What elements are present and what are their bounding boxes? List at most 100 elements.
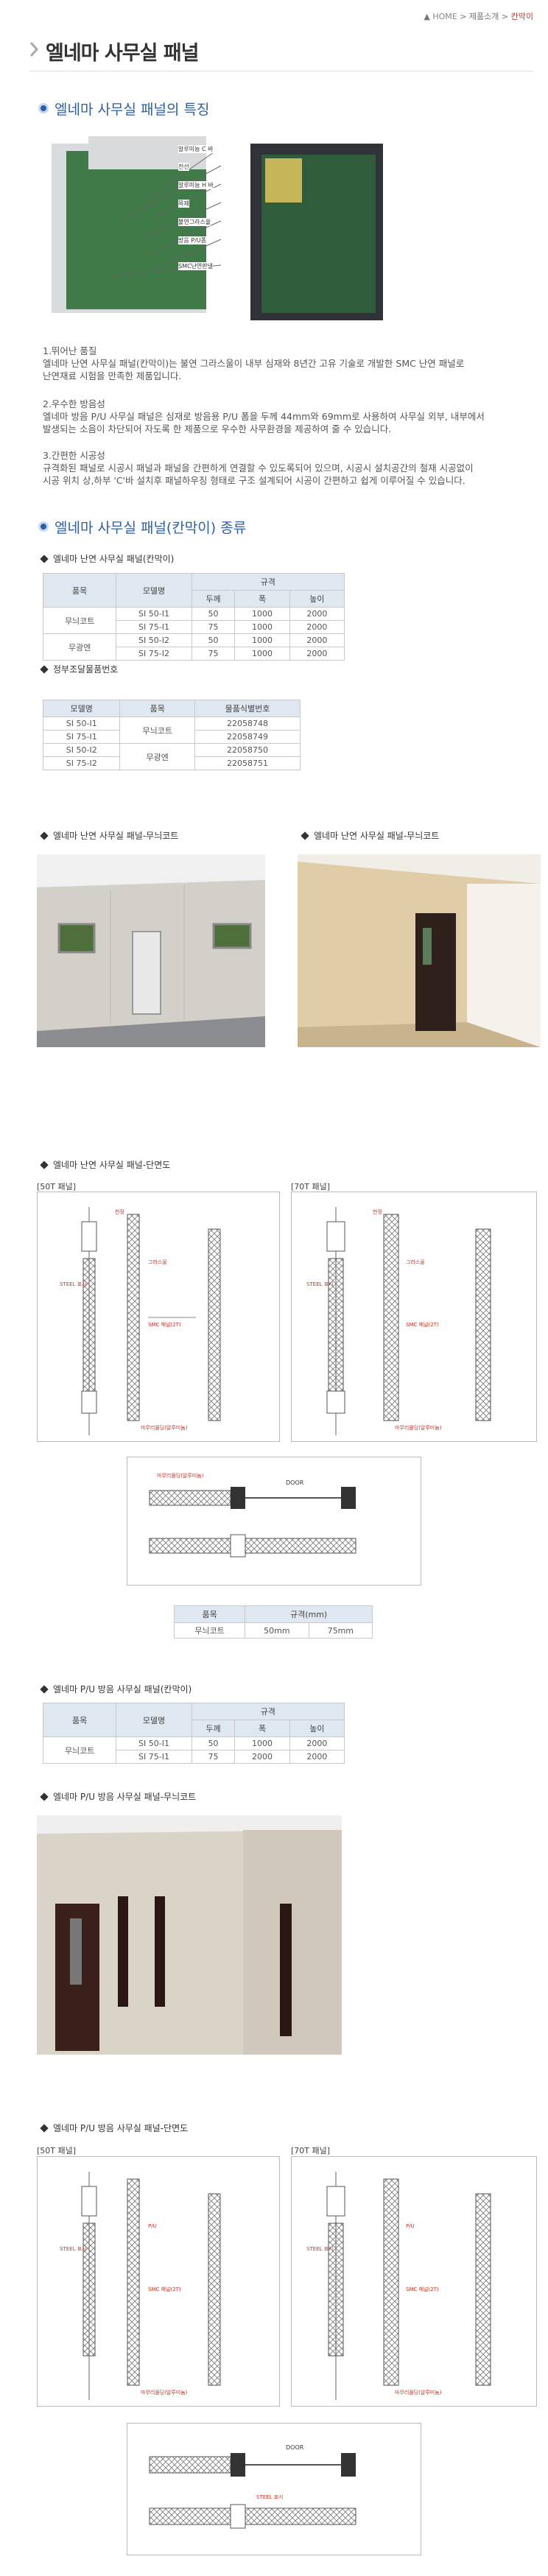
pu-partition-photo xyxy=(37,1815,342,2055)
diagram-label: SMC난연판넬 xyxy=(178,262,214,270)
feature-text: 난연재료 시험을 만족한 제품입니다. xyxy=(43,370,182,381)
diamond-icon xyxy=(40,1685,49,1694)
feature-soundproof: 2.우수한 방음성 엘네마 방음 P/U 사무실 패널은 심재로 방음용 P/U… xyxy=(43,398,536,435)
table4-heading: 엘네마 P/U 방음 사무실 패널(칸막이) xyxy=(53,1684,192,1695)
panel-70t-label: [70T 패널] xyxy=(291,1182,331,1192)
diagram-label: 불연그라스울 xyxy=(178,218,211,226)
feature-text: 엘네마 난연 사무실 패널(칸막이)는 불연 그라스울이 내부 심재와 8년간 … xyxy=(43,358,465,369)
col-item: 품목 xyxy=(42,573,117,608)
col-spec: 규격 xyxy=(191,573,345,591)
col-height: 높이 xyxy=(289,1720,345,1737)
bullet-icon xyxy=(38,521,49,532)
breadcrumb-separator: > xyxy=(501,12,509,21)
photo-right-caption: 엘네마 난연 사무실 패널-무늬코트 xyxy=(314,831,440,841)
col-model: 모델명 xyxy=(116,1703,192,1737)
breadcrumb-separator: > xyxy=(460,12,467,21)
breadcrumb-home[interactable]: HOME xyxy=(432,12,457,21)
drawing-label: 마무리몰딩(알루미늄) xyxy=(141,1425,188,1431)
drawing-label: 천정 xyxy=(373,1209,382,1215)
col-width: 폭 xyxy=(234,1720,290,1737)
pu-panel-50t-label: [50T 패널] xyxy=(37,2146,77,2156)
feature-quality: 1.뛰어난 품질 엘네마 난연 사무실 패널(칸막이)는 불연 그라스울이 내부… xyxy=(43,345,536,382)
pu-panel-70t-label: [70T 패널] xyxy=(291,2146,331,2156)
diagram-label: 방음 P/U폼 xyxy=(178,236,206,244)
diamond-icon xyxy=(40,1792,49,1801)
drawing-label: SMC 패널(2T) xyxy=(406,2287,439,2292)
bullet-icon xyxy=(38,103,49,113)
diamond-icon xyxy=(40,665,49,674)
drawing-label: DOOR xyxy=(286,1479,304,1486)
feature-title: 2.우수한 방음성 xyxy=(43,398,105,409)
wood-partition-photo xyxy=(298,854,541,1047)
diagram-label: 알루미늄 C 바 xyxy=(178,145,230,153)
photo-left-caption: 엘네마 난연 사무실 패널-무늬코트 xyxy=(53,831,179,841)
diagram-label: 알루미늄 H 바 xyxy=(178,181,214,189)
page-title: 엘네마 사무실 패널 xyxy=(46,42,200,65)
drawing-label: SMC 패널(2T) xyxy=(148,1322,181,1328)
drawing-label: 천정 xyxy=(115,1209,124,1215)
col-width: 폭 xyxy=(234,590,290,608)
pu-photo-caption: 엘네마 P/U 방음 사무실 패널-무늬코트 xyxy=(53,1792,197,1802)
pu-section-drawing-70t: STEEL 표시 P/U SMC 패널(2T) 마무리몰딩(알루미늄) xyxy=(291,2156,537,2407)
col-thickness: 두께 xyxy=(191,1720,236,1737)
col-thickness: 두께 xyxy=(191,590,236,608)
col-model: 모델명 xyxy=(116,573,192,608)
section-drawing-50t: STEEL 표시 천정 그라스울 SMC 패널(2T) 마무리몰딩(알루미늄) xyxy=(37,1192,280,1442)
diamond-icon xyxy=(40,831,49,840)
col-spec: 규격(mm) xyxy=(245,1605,373,1623)
panel-structure-diagram: 알루미늄 C 바 전선 알루미늄 H 바 목재 불연그라스울 방음 P/U폼 S… xyxy=(44,129,383,324)
drawing-label: STEEL 표시 xyxy=(306,1281,334,1287)
col-item: 품목 xyxy=(173,1605,246,1623)
diagram-label: 목재 xyxy=(178,200,189,208)
pu-section-drawing-50t: STEEL 표시 P/U SMC 패널(2T) 마무리몰딩(알루미늄) xyxy=(37,2156,280,2407)
features-heading: 엘네마 사무실 패널의 특징 xyxy=(55,102,210,118)
feature-installation: 3.간편한 시공성 규격화된 패널로 시공시 패널과 패널을 간편하게 연결할 … xyxy=(43,449,544,487)
drawing-label: 마무리몰딩(알루미늄) xyxy=(157,1473,204,1479)
drawing-label: DOOR xyxy=(286,2444,304,2451)
feature-text: 엘네마 방음 P/U 사무실 패널은 심재로 방음용 P/U 폼을 두께 44m… xyxy=(43,411,485,422)
breadcrumb-section[interactable]: 제품소개 xyxy=(468,12,499,21)
feature-text: 규격화된 패널로 시공시 패널과 패널을 간편하게 연결할 수 있도록되어 있으… xyxy=(43,462,474,474)
feature-text: 시공 위치 상,하부 'C'바 설치후 패널하우징 형태로 구조 설계되어 시공… xyxy=(43,475,466,486)
section-drawing-70t: STEEL 표시 천정 그라스울 SMC 패널(2T) 마무리몰딩(알루미늄) xyxy=(291,1192,537,1442)
col-item: 품목 xyxy=(42,1703,117,1737)
drawing-label: P/U xyxy=(406,2223,415,2229)
drawing-label: SMC 패널(2T) xyxy=(148,2287,181,2292)
drawing-label: 그라스울 xyxy=(406,1259,425,1265)
title-bracket-icon xyxy=(29,42,39,57)
drawing-label: 마무리몰딩(알루미늄) xyxy=(395,1425,442,1431)
diamond-icon xyxy=(40,1161,49,1169)
section-drawing-heading: 엘네마 난연 사무실 패널-단면도 xyxy=(53,1160,171,1170)
drawing-label: P/U xyxy=(148,2223,157,2229)
drawing-label: 그라스울 xyxy=(148,1259,167,1265)
feature-text: 발생되는 소음이 차단되어 자도록 한 제품으로 우수한 사무환경을 제공하여 … xyxy=(43,423,392,434)
feature-title: 1.뛰어난 품질 xyxy=(43,345,97,356)
pu-plan-drawing: DOOR STEEL 표시 xyxy=(127,2423,421,2555)
diamond-icon xyxy=(301,831,309,840)
drawing-label: STEEL 표시 xyxy=(256,2494,284,2500)
breadcrumb-current: 칸막이 xyxy=(510,12,533,21)
drawing-label: STEEL 표시 xyxy=(60,2246,87,2252)
drawing-label: STEEL 표시 xyxy=(60,1281,87,1287)
diagram-label: 전선 xyxy=(178,163,189,171)
table1-heading: 엘네마 난연 사무실 패널(칸막이) xyxy=(53,554,175,564)
diamond-icon xyxy=(40,555,49,563)
col-model: 모델명 xyxy=(42,700,121,717)
col-item: 품목 xyxy=(119,700,195,717)
diamond-icon xyxy=(40,2124,49,2133)
table2-heading: 정부조달물품번호 xyxy=(53,664,119,675)
feature-title: 3.간편한 시공성 xyxy=(43,450,105,461)
